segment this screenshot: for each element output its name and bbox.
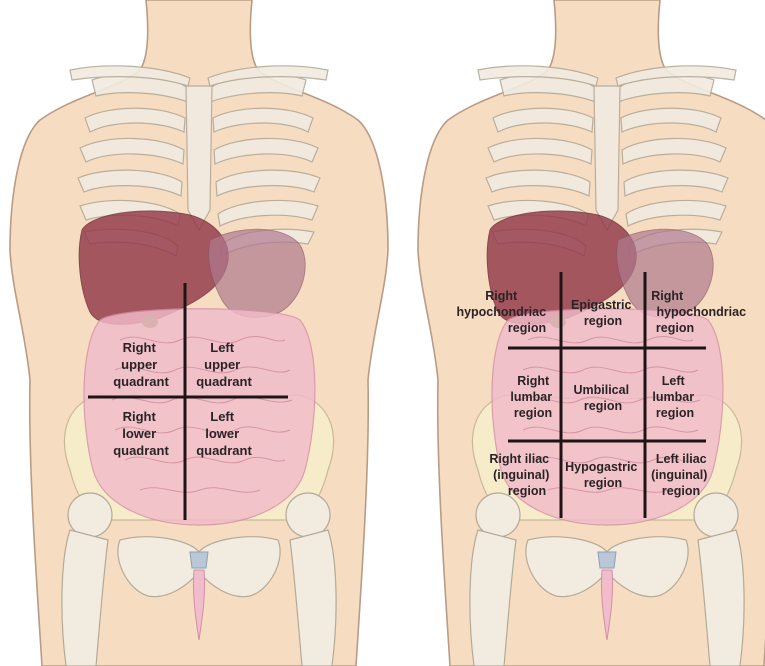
regions-figure: Right hypochondriac region Epigastric re… bbox=[418, 0, 765, 666]
label-right-lumbar-region: Right lumbar region bbox=[510, 374, 555, 420]
quadrants-figure: Right upper quadrant Left upper quadrant… bbox=[10, 0, 388, 666]
